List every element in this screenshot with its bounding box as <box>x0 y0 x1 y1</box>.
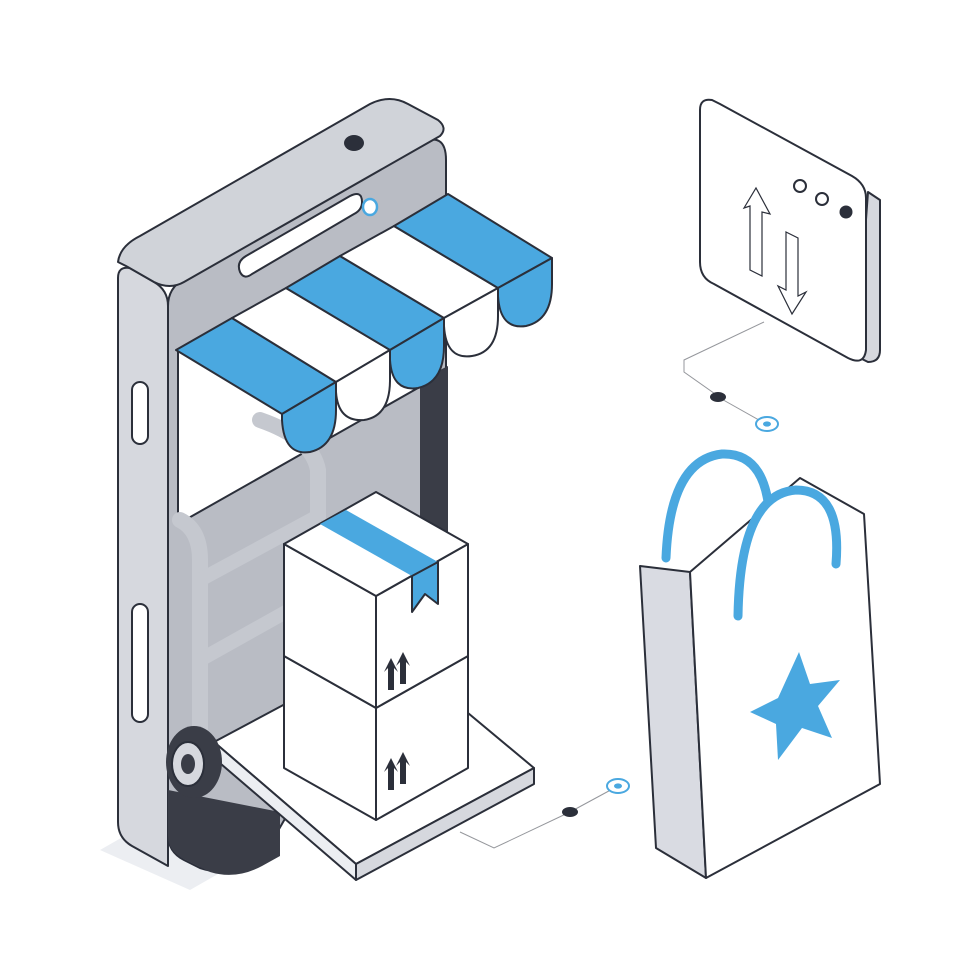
star-icon <box>750 652 840 760</box>
up-arrow-icon <box>384 752 410 790</box>
cardboard-box-icon <box>283 655 469 821</box>
up-arrow-icon <box>384 652 410 690</box>
wheel <box>166 726 222 798</box>
browser-window-icon <box>699 98 881 363</box>
side-button-lower <box>131 603 149 723</box>
camera-dot <box>344 135 364 151</box>
tape-end <box>411 561 439 613</box>
side-button-upper <box>131 381 149 445</box>
connector-bottom <box>459 778 630 849</box>
shopping-bag-icon <box>639 449 881 879</box>
speaker-slot <box>237 193 363 278</box>
connector-top <box>683 321 779 432</box>
store-awning-icon <box>175 193 553 454</box>
front-camera <box>361 197 379 217</box>
up-down-arrows-icon <box>742 186 808 316</box>
cardboard-box-icon <box>283 491 469 709</box>
box-stack <box>283 491 469 821</box>
